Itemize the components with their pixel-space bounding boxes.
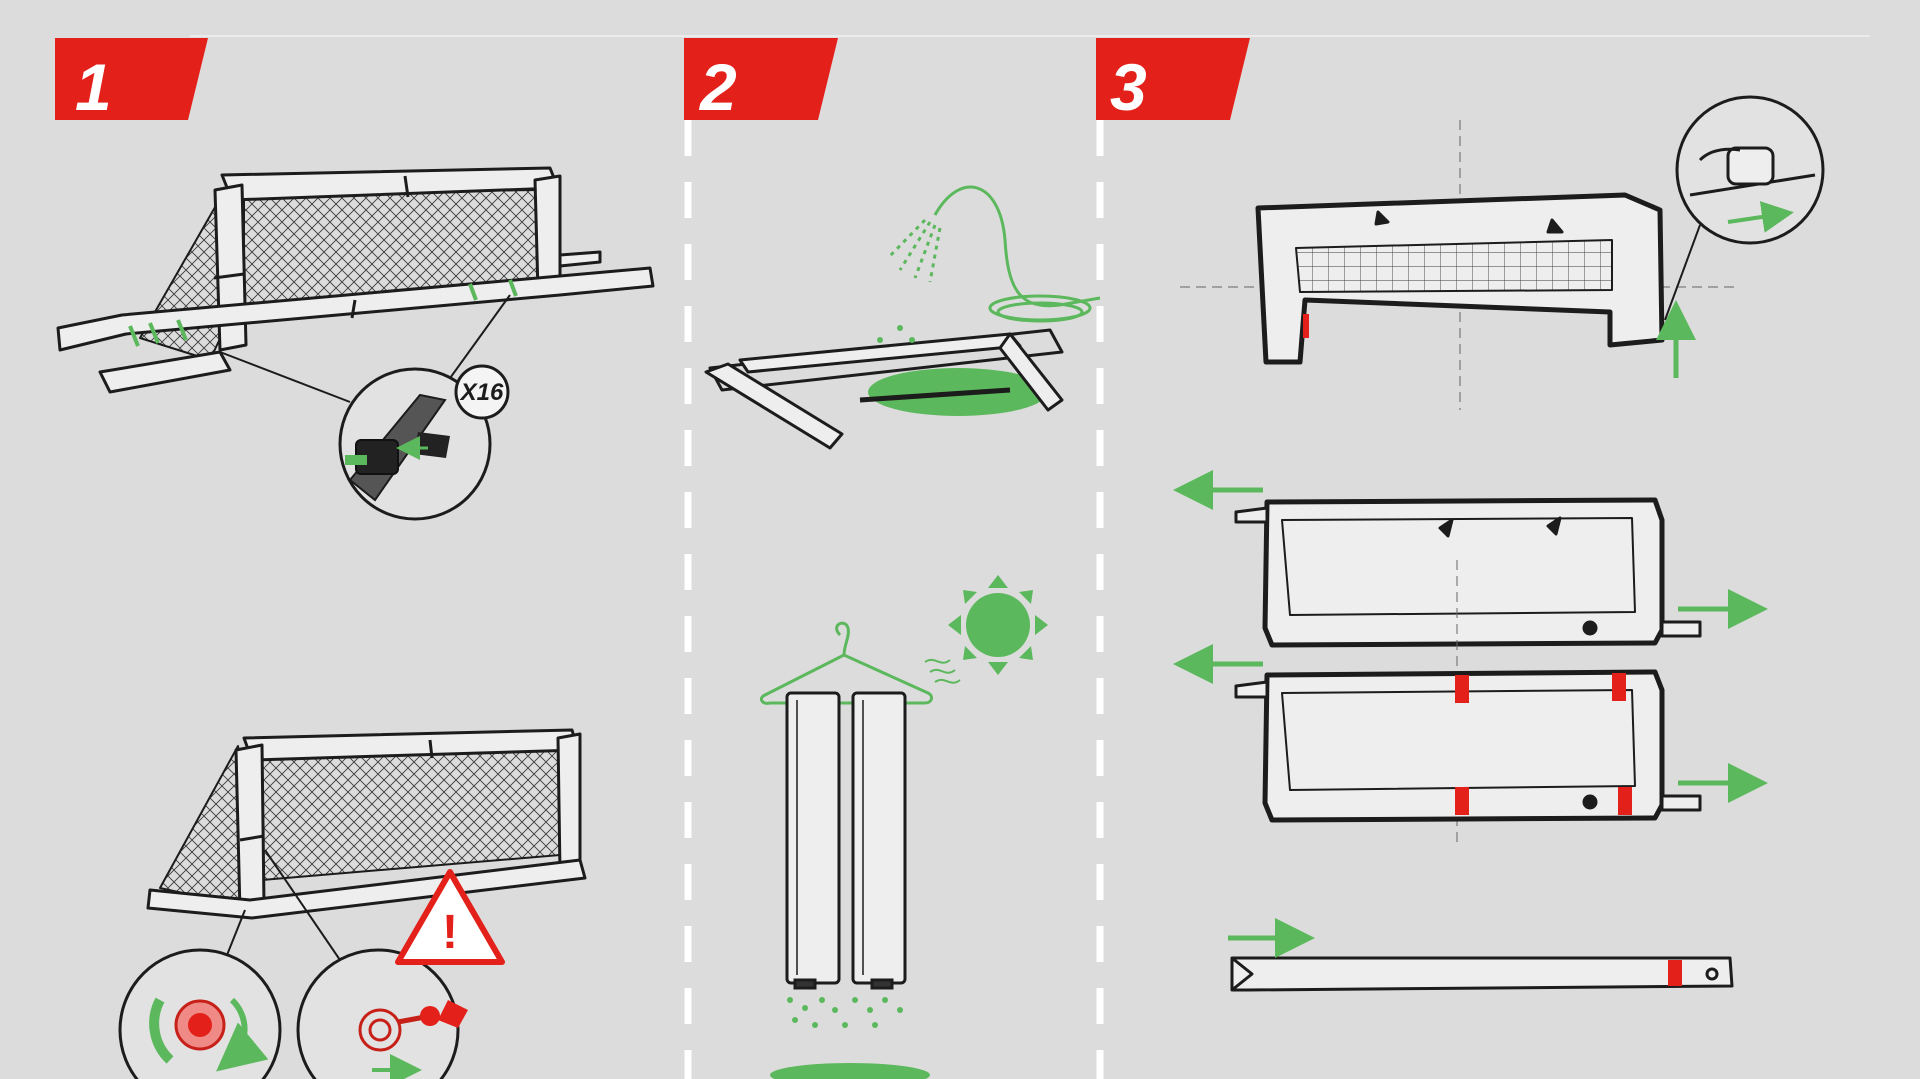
valve-callout-left — [118, 948, 282, 1079]
garden-hose-icon — [886, 185, 1101, 323]
quantity-badge: X16 — [454, 364, 510, 420]
callout-line-1 — [219, 351, 351, 403]
step-number-1: 1 — [75, 50, 112, 124]
step-number-3: 3 — [1110, 50, 1147, 124]
rolled-goal-step3d — [1230, 956, 1734, 992]
step-badge-2: 2 — [684, 38, 838, 124]
warning-symbol: ! — [442, 906, 458, 959]
water-drops — [877, 325, 915, 343]
goal-washing — [704, 328, 1064, 450]
buckle-clip-icon — [345, 432, 450, 475]
warning-triangle-icon: ! — [395, 869, 505, 965]
roll-callout — [1675, 95, 1825, 245]
quantity-label: X16 — [459, 379, 504, 406]
step-badge-3: 3 — [1096, 38, 1250, 124]
hanging-tubes — [785, 691, 907, 990]
magnifier-callout-icon — [338, 367, 492, 521]
folded-goal-step3c — [1234, 560, 1702, 845]
step-number-2: 2 — [698, 50, 737, 124]
dripping-water — [770, 997, 930, 1079]
sun-icon — [924, 575, 1048, 684]
callout-line-2 — [439, 294, 511, 393]
strap-markers — [128, 279, 518, 347]
inflatable-goal-assembled — [56, 166, 655, 394]
valve-callout-right — [296, 948, 468, 1079]
step-badge-1: 1 — [55, 38, 208, 124]
folded-goal-step3b — [1234, 497, 1702, 648]
inflatable-goal-warning — [146, 728, 587, 920]
deflated-goal-step3a — [1180, 120, 1735, 410]
coat-hanger-icon — [759, 621, 934, 705]
